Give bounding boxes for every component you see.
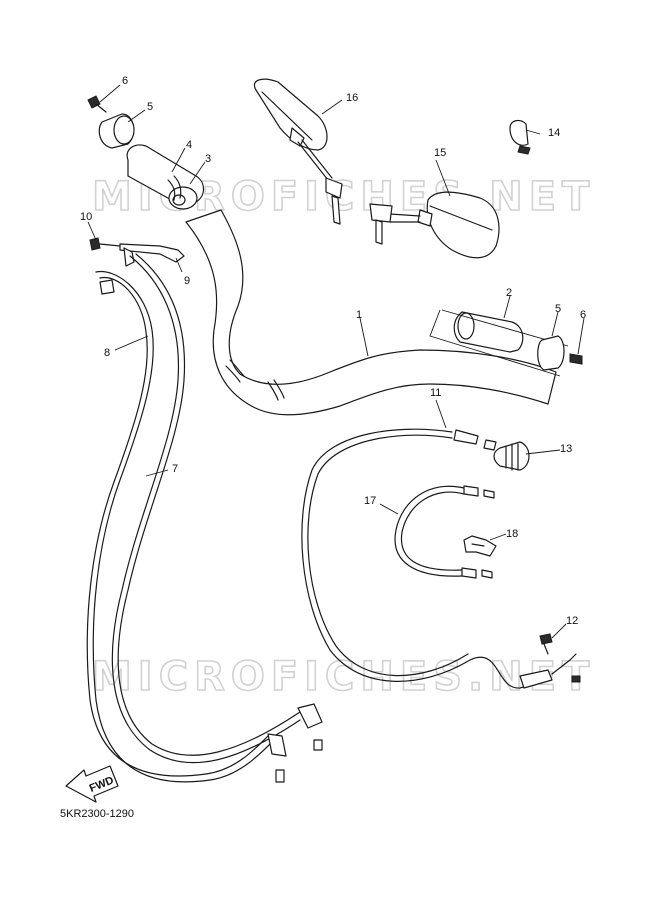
right-bar-end [537, 335, 583, 371]
handlebar [185, 209, 557, 416]
callout-6b: 6 [580, 309, 586, 321]
callout-18: 18 [506, 528, 518, 540]
callout-6: 6 [122, 75, 128, 87]
callout-14: 14 [548, 127, 560, 139]
callout-5b: 5 [555, 303, 561, 315]
callout-17: 17 [364, 495, 376, 507]
callout-10: 10 [80, 211, 92, 223]
throttle-cable-7 [111, 253, 323, 764]
callout-1: 1 [356, 309, 362, 321]
holder-18 [463, 535, 497, 557]
bolt-12 [539, 633, 553, 655]
callout-8: 8 [104, 347, 110, 359]
callout-12: 12 [566, 615, 578, 627]
callouts: 6 5 4 3 10 9 8 7 1 2 5 6 11 13 15 16 14 … [80, 75, 586, 627]
clutch-cable-11 [301, 428, 581, 689]
callout-15: 15 [434, 147, 446, 159]
holder-9 [89, 237, 185, 267]
callout-11: 11 [430, 387, 441, 399]
callout-2: 2 [506, 287, 512, 299]
callout-16: 16 [346, 92, 358, 104]
leader-lines [87, 84, 585, 639]
throttle-cable-8 [86, 270, 287, 783]
callout-7: 7 [172, 463, 178, 475]
cable-17 [394, 485, 495, 579]
fwd-arrow: FWD [65, 765, 119, 803]
left-grip [126, 144, 205, 210]
left-bar-end [87, 95, 135, 149]
callout-13: 13 [560, 443, 572, 455]
cable-boot-13 [493, 441, 530, 471]
callout-4: 4 [186, 139, 192, 151]
cable-clamp-14 [509, 119, 531, 155]
right-grip [453, 311, 524, 353]
left-mirror [253, 78, 343, 225]
callout-5: 5 [147, 101, 153, 113]
callout-9: 9 [184, 275, 190, 287]
diagram-code: 5KR2300-1290 [60, 808, 135, 820]
right-mirror [369, 191, 500, 259]
callout-3: 3 [205, 153, 211, 165]
